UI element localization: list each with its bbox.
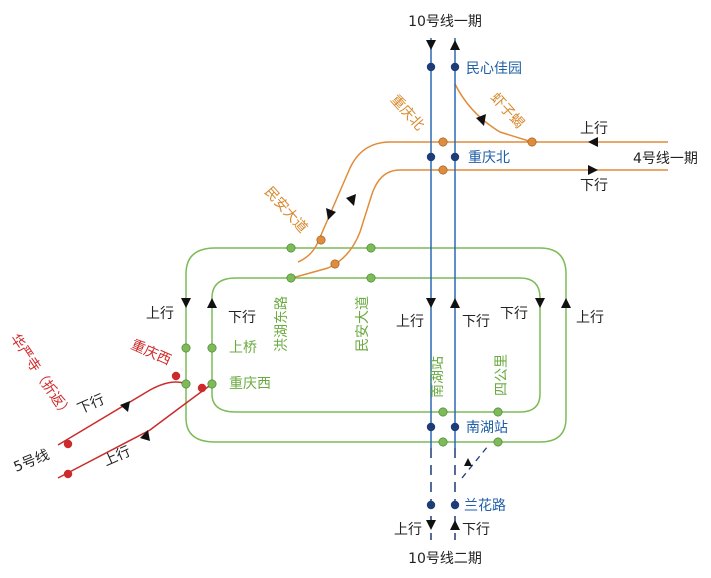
label-up-green-left: 上行 [146,306,174,322]
station-dot-cqbei-up [450,152,460,162]
label-minxin-jiayuan: 民心佳园 [466,61,522,77]
arrow-green-outer-left [181,298,191,308]
station-dot-minan-orange-up [316,235,326,245]
station-dot-minxin-down [426,62,436,72]
label-up-line10-mid: 上行 [396,314,424,330]
station-dot-sigongli-inner [493,407,503,417]
station-dot-honghu-inner [286,273,296,283]
station-dot-minxin-up [450,62,460,72]
arrow-line4-up-right [588,137,598,147]
green-outer-loop [185,247,567,443]
arrow-line10-up-bottom [450,520,460,530]
label-down-green-right: 下行 [500,306,528,322]
label-down-line10-mid: 下行 [462,314,490,330]
label-honghu-donglu: 洪湖东路 [274,296,290,352]
direction-arrows [120,40,598,530]
arrow-line10-up-top [450,40,460,50]
station-dot-nanhu-up [450,422,460,432]
label-huayansi: 华严寺（折返） [7,331,75,421]
arrow-line10-down-top [426,40,436,50]
label-minan-dadao-green: 民安大道 [355,296,371,352]
label-line10-phase2: 10号线二期 [408,551,482,567]
station-dot-cqxi-red-inner [197,383,207,393]
station-dot-minan-orange-down [330,259,340,269]
red-line5-up-track [57,383,213,479]
station-dot-cqbei-orange-down [438,165,448,175]
station-dot-shangqiao-outer [181,343,191,353]
orange-branch-to-minxin [454,83,533,143]
label-lanhua-lu: 兰花路 [464,498,506,514]
arrow-orange-down-diag [346,194,356,206]
label-minan-dadao-orange: 民安大道 [261,184,310,236]
label-down-line10-bottom: 下行 [462,522,490,538]
label-chongqing-bei-blue: 重庆北 [468,150,510,166]
label-up-line5: 上行 [101,444,133,470]
station-dot-nanhu-green-outer [438,437,448,447]
label-chongqing-xi-red: 重庆西 [128,337,173,369]
label-up-line4: 上行 [580,121,608,137]
label-line4-phase1: 4号线一期 [633,151,698,167]
label-nanhu-zhan: 南湖站 [466,420,508,436]
station-dot-cqxi-red-outer [171,371,181,381]
red-stations [63,371,207,479]
arrow-green-inner-left [207,298,217,308]
label-up-green-right: 上行 [576,310,604,326]
green-stations [181,243,503,447]
station-dot-cqbei-down [426,152,436,162]
label-down-line4: 下行 [580,178,608,194]
label-shangqiao: 上桥 [229,340,257,356]
station-dot-cqxi-inner [207,379,217,389]
label-up-line10-bottom: 上行 [394,522,422,538]
label-nanhu-zhan-green: 南湖站 [430,356,446,398]
station-dot-nanhu-down [426,422,436,432]
green-inner-loop [211,277,541,413]
orange-line4-up-track [297,141,668,263]
orange-stations [316,137,537,269]
arrow-line10-down-bottom [426,520,436,530]
arrow-line10-up-mid [450,298,460,308]
station-dot-cqxi-outer [181,379,191,389]
station-dot-lanhua-up [450,500,460,510]
red-line5-down-track [57,381,187,446]
arrow-line10-down-mid [426,298,436,308]
station-dot-honghu-outer [286,243,296,253]
blue-turnback-link [461,445,489,479]
station-dot-xiziya [527,137,537,147]
label-down-green-left: 下行 [228,310,256,326]
label-sigongli: 四公里 [494,354,510,396]
station-dot-huayansi-up [63,469,73,479]
blue-stations [426,62,460,510]
station-dot-nanhu-green-inner [438,407,448,417]
arrow-green-outer-right [561,298,571,308]
station-dot-sigongli-outer [493,437,503,447]
label-line5: 5号线 [12,447,52,476]
arrow-orange-branch [476,114,486,126]
station-dot-minan-green-inner [366,273,376,283]
arrow-turnback [464,458,472,466]
label-down-line5: 下行 [75,392,107,418]
station-dot-shangqiao-inner [207,343,217,353]
arrow-green-inner-right [535,298,545,308]
orange-line4-down-track [291,169,668,279]
label-chongqing-bei-orange: 重庆北 [387,92,427,134]
station-dot-lanhua-down [426,500,436,510]
arrow-orange-up-diag [326,208,336,220]
station-dot-cqbei-orange-up [438,137,448,147]
station-dot-huayansi-down [63,439,73,449]
label-xiziya: 虾子蝎 [487,90,527,132]
arrow-line5-up [140,430,150,441]
arrow-line4-down-right [588,165,598,175]
label-line10-phase1: 10号线一期 [408,14,482,30]
arrow-line5-down [120,401,130,412]
station-dot-minan-green-outer [366,243,376,253]
label-chongqing-xi-green: 重庆西 [229,376,271,392]
